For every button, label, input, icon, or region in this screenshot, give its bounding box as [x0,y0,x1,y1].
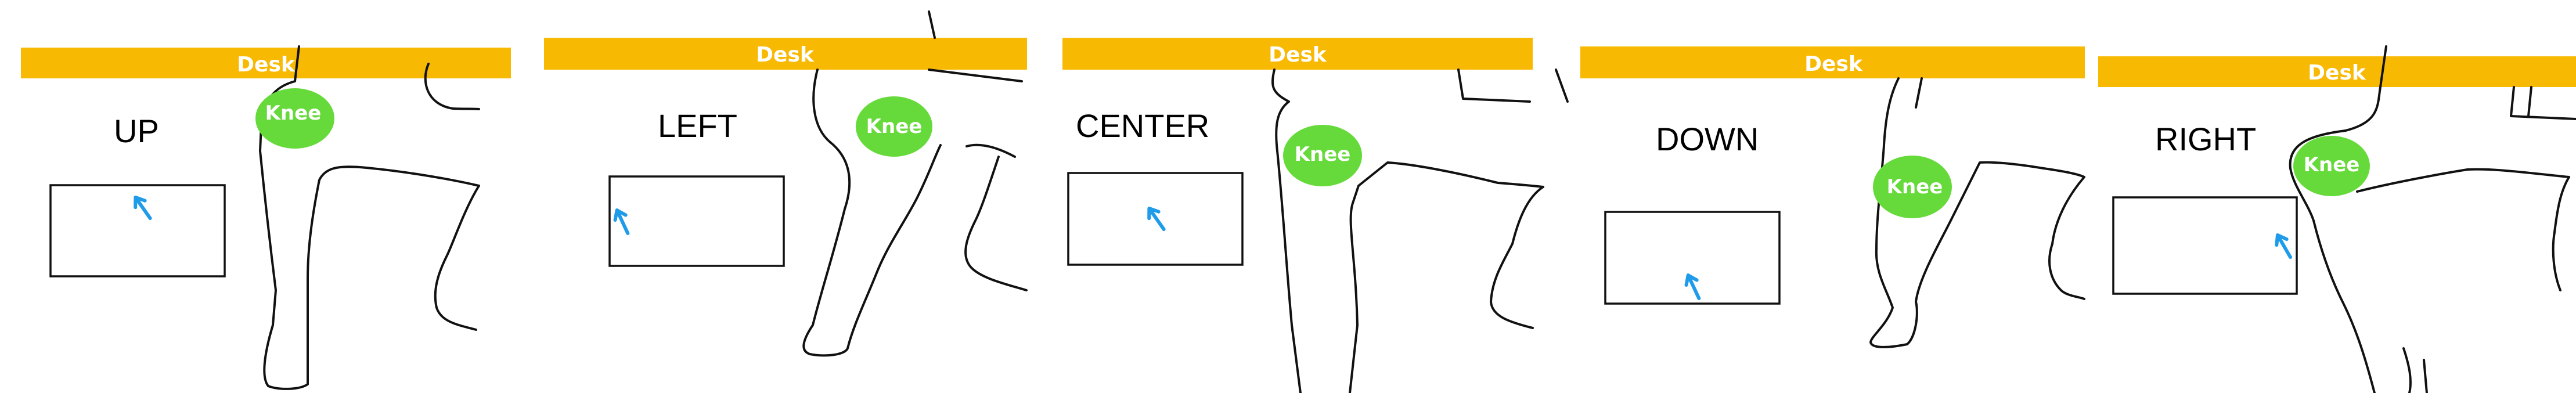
direction-label: RIGHT [2155,121,2256,157]
input-box [1067,172,1244,266]
leg-outline [2289,45,2576,393]
desk-bar [2098,56,2576,87]
input-box [608,175,785,267]
leg-outline [259,45,480,390]
knee-label: Knee [1295,143,1351,166]
panel-center: Desk Knee CENTER [1062,38,1569,393]
arrow-cursor-icon [1147,206,1166,232]
panel-up: Desk Knee UP [21,45,511,390]
knee-marker [856,96,932,157]
knee-marker [1283,125,1362,186]
input-box [1604,211,1781,305]
knee-marker [255,88,334,149]
leg-outline [802,10,1028,357]
arrow-cursor-icon [134,195,152,221]
desk-bar [21,48,511,78]
direction-label: CENTER [1076,107,1209,144]
knee-label: Knee [866,115,923,138]
desk-bar [1062,38,1533,70]
desk-bar [544,38,1027,70]
knee-label: Knee [2304,153,2360,176]
panel-left: Desk Knee LEFT [544,10,1028,357]
knee-label: Knee [265,102,322,125]
knee-label: Knee [1887,175,1943,199]
arrow-cursor-icon [2275,233,2292,259]
direction-label: LEFT [658,107,737,144]
direction-label: DOWN [1656,121,1759,157]
desk-label: Desk [2308,61,2366,85]
panel-down: Desk Knee DOWN [1580,46,2085,348]
desk-bar [1580,46,2085,78]
direction-label: UP [114,113,159,149]
desk-label: Desk [237,53,296,77]
desk-label: Desk [1269,43,1327,67]
knee-marker [1873,156,1952,218]
panel-right: Desk Knee RIGHT [2098,45,2576,393]
arrow-cursor-icon [613,208,630,235]
input-box [49,184,226,277]
leg-outline [1271,68,1569,393]
desk-label: Desk [1804,52,1863,76]
desk-label: Desk [756,43,815,67]
input-box [2112,196,2298,295]
arrow-cursor-icon [1684,273,1701,300]
knee-marker [2293,136,2370,196]
